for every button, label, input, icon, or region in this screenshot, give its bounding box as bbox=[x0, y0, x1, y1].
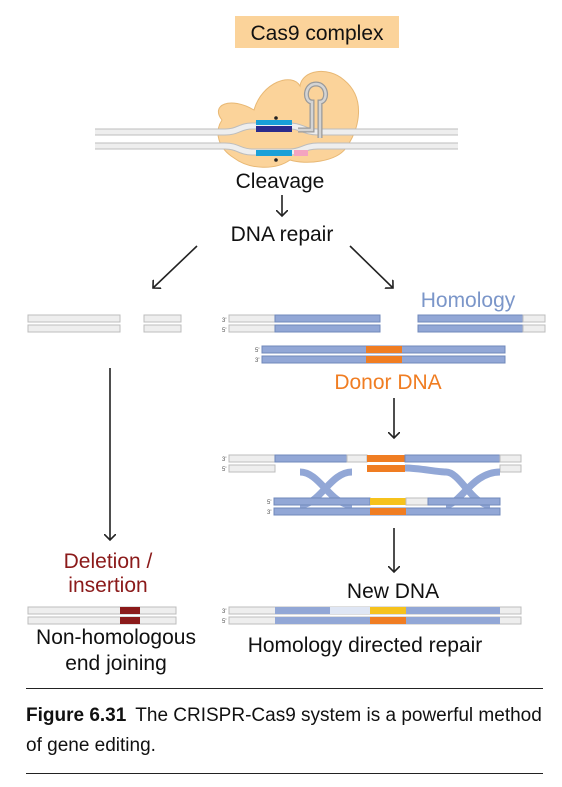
deletion-label-1: Deletion / bbox=[64, 550, 153, 573]
arrow-to-hdr bbox=[349, 245, 393, 288]
svg-text:5': 5' bbox=[222, 467, 226, 473]
arrow-to-nhej bbox=[153, 245, 198, 288]
svg-text:3': 3' bbox=[222, 457, 226, 463]
svg-text:3': 3' bbox=[222, 318, 226, 324]
svg-text:3': 3' bbox=[222, 609, 226, 615]
svg-text:5': 5' bbox=[222, 328, 226, 334]
svg-text:3': 3' bbox=[255, 358, 259, 364]
cut-dna-right: 3' 5' bbox=[222, 314, 546, 334]
nhej-result-dna bbox=[27, 606, 177, 625]
strand-invasion: 3' 5' 5' 3' bbox=[222, 454, 522, 516]
figure-number: Figure 6.31 bbox=[26, 705, 127, 726]
hdr-label: Homology directed repair bbox=[248, 634, 483, 657]
figure-caption: Figure 6.31 The CRISPR-Cas9 system is a … bbox=[26, 688, 543, 774]
svg-text:3': 3' bbox=[267, 510, 271, 516]
donor-dna-label: Donor DNA bbox=[334, 371, 441, 394]
svg-text:5': 5' bbox=[222, 619, 226, 625]
new-dna: 3' 5' bbox=[222, 606, 522, 625]
nhej-label-1: Non-homologous bbox=[36, 626, 196, 649]
guide-rna bbox=[256, 81, 328, 162]
new-dna-label: New DNA bbox=[347, 580, 439, 603]
cas9-label-text: Cas9 complex bbox=[250, 22, 384, 45]
broken-dna-left bbox=[27, 314, 182, 333]
svg-text:5': 5' bbox=[267, 500, 271, 506]
svg-text:5': 5' bbox=[255, 348, 259, 354]
deletion-label-2: insertion bbox=[68, 574, 147, 597]
cas9-label: Cas9 complex bbox=[235, 16, 399, 48]
nhej-label-2: end joining bbox=[65, 652, 167, 675]
donor-dna: 5' 3' bbox=[255, 345, 506, 364]
cleavage-label: Cleavage bbox=[236, 170, 325, 193]
caption-text: The CRISPR-Cas9 system is a powerful met… bbox=[26, 705, 542, 756]
dna-repair-label: DNA repair bbox=[231, 223, 334, 246]
crispr-diagram: Cas9 complex Cleavage DNA repair Deletio… bbox=[27, 16, 546, 675]
homology-label: Homology bbox=[421, 289, 516, 312]
